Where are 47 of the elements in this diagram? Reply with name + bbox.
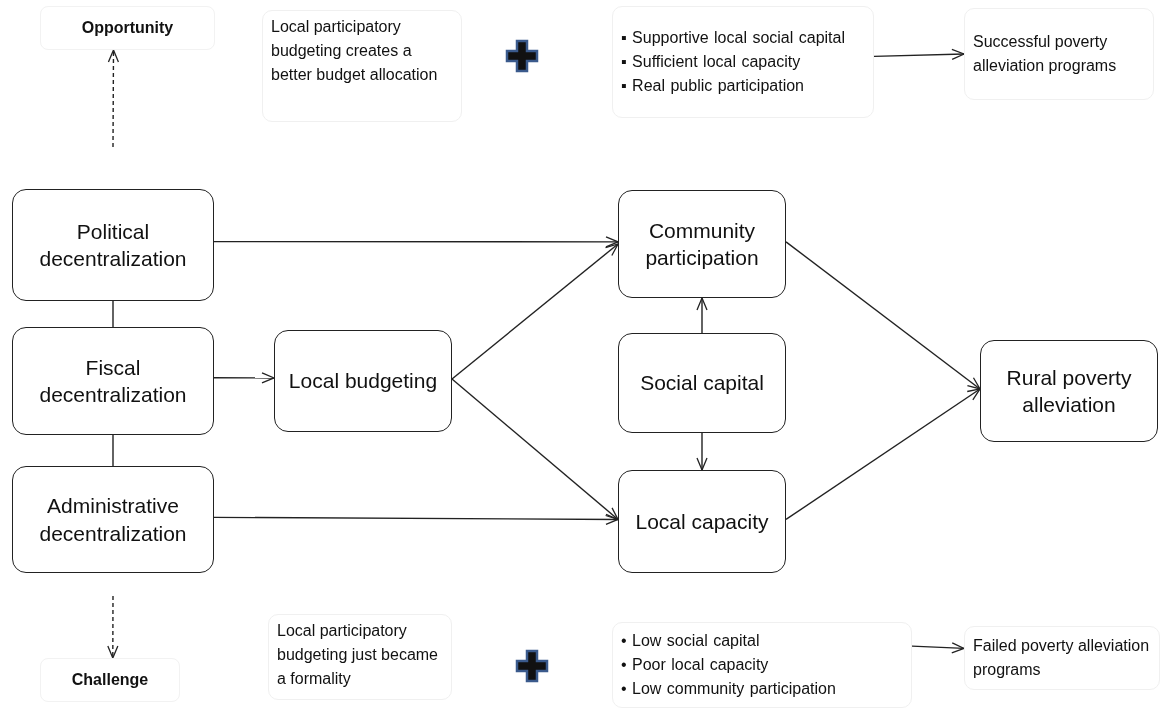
bullet-list-card [612,6,874,118]
connector-line [112,300,114,328]
arrow [213,236,619,248]
process-box [980,340,1158,442]
process-box [618,333,786,433]
arrow [696,297,708,334]
arrow [451,243,619,380]
bullet-item: • Low social capital [621,631,761,651]
bullet-item: • Poor local capacity [621,655,770,675]
arrow [785,388,981,521]
node-text: Fiscal decentralization [38,354,188,408]
process-box [618,470,786,573]
arrow [107,49,120,148]
node-text: Local capacity [635,508,769,535]
bullet-item: ▪ Real public participation [621,76,805,96]
process-box [12,466,214,573]
bullet-item: ▪ Supportive local social capital [621,28,845,48]
outcome-box [964,626,1160,690]
process-box [618,190,786,298]
node-text: Successful poverty alleviation programs [973,32,1118,76]
arrow [451,378,619,521]
node-text: Community participation [644,217,760,271]
bullet-item: • Low community participation [621,679,836,699]
process-box [12,327,214,435]
arrow [873,48,965,60]
node-text: Political decentralization [38,218,188,272]
bullet-list-card [612,622,912,708]
note-text: Local participatory budgeting just became a formality [268,614,452,700]
arrow [213,372,275,384]
arrow [696,432,708,471]
arrow [911,642,965,654]
outcome-box [964,8,1154,100]
node-text: Rural poverty alleviation [1005,364,1133,418]
arrow [107,595,119,659]
node-text: Administrative decentralization [38,493,188,547]
connector-line [112,434,114,467]
heading-label: Opportunity [40,6,215,50]
note-text: Local participatory budgeting creates a better budget allocation [262,10,462,122]
process-box [274,330,452,432]
node-text: Local budgeting [288,368,438,395]
arrow [785,241,981,390]
heading-label: Challenge [40,658,180,702]
node-text: Failed poverty alleviation programs [973,636,1151,680]
node-text: Social capital [640,370,764,397]
process-box [12,189,214,301]
arrow [213,513,619,526]
bullet-item: ▪ Sufficient local capacity [621,52,802,72]
